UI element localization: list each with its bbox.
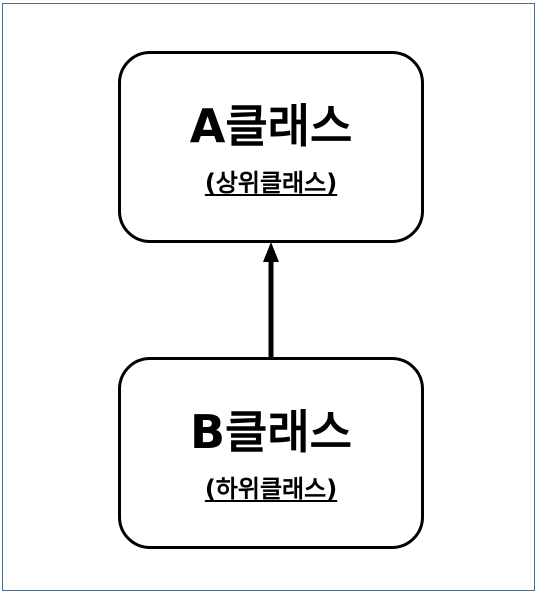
- class-b-title: B클래스: [189, 405, 353, 459]
- class-a-title: A클래스: [189, 99, 353, 153]
- class-box-a: A클래스 (상위클래스): [118, 51, 424, 243]
- class-box-b: B클래스 (하위클래스): [118, 357, 424, 549]
- class-b-subtitle: (하위클래스): [204, 475, 338, 503]
- arrow-head: [263, 242, 279, 262]
- class-a-subtitle: (상위클래스): [204, 169, 338, 197]
- diagram-frame: A클래스 (상위클래스) B클래스 (하위클래스): [2, 3, 535, 591]
- inheritance-arrow: [263, 242, 279, 358]
